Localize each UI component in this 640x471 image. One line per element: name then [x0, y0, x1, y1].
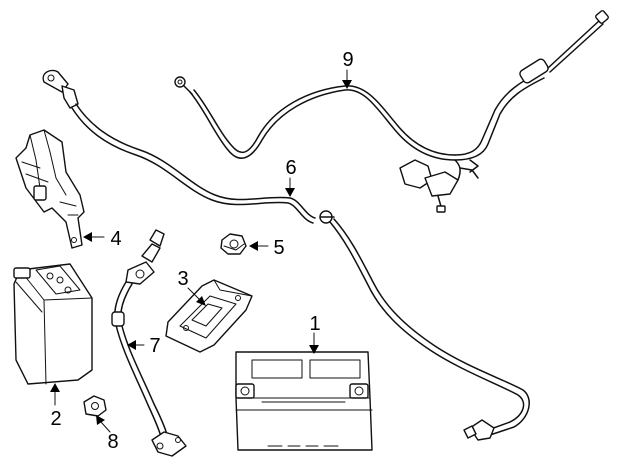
callout-5: 5	[273, 237, 284, 259]
part-2-battery	[13, 263, 93, 385]
part-7-cable	[111, 229, 187, 457]
callout-6: 6	[285, 157, 296, 179]
callout-labels: 1 2 3 4 5 6 7 8 9	[50, 49, 353, 453]
callout-9: 9	[342, 49, 353, 71]
part-1-battery	[235, 351, 373, 451]
part-9-cable	[174, 10, 609, 213]
part-3-clamp	[165, 279, 253, 353]
part-6-cable	[42, 69, 530, 441]
callout-leaders	[50, 69, 352, 433]
part-5-nut	[220, 233, 247, 255]
callout-8: 8	[107, 431, 118, 453]
callout-4: 4	[110, 228, 121, 250]
callout-3: 3	[177, 268, 188, 290]
callout-7: 7	[149, 335, 160, 357]
callout-2: 2	[50, 408, 61, 430]
part-8-nut	[83, 395, 107, 417]
callout-1: 1	[309, 313, 320, 335]
part-4-bracket	[15, 129, 85, 249]
